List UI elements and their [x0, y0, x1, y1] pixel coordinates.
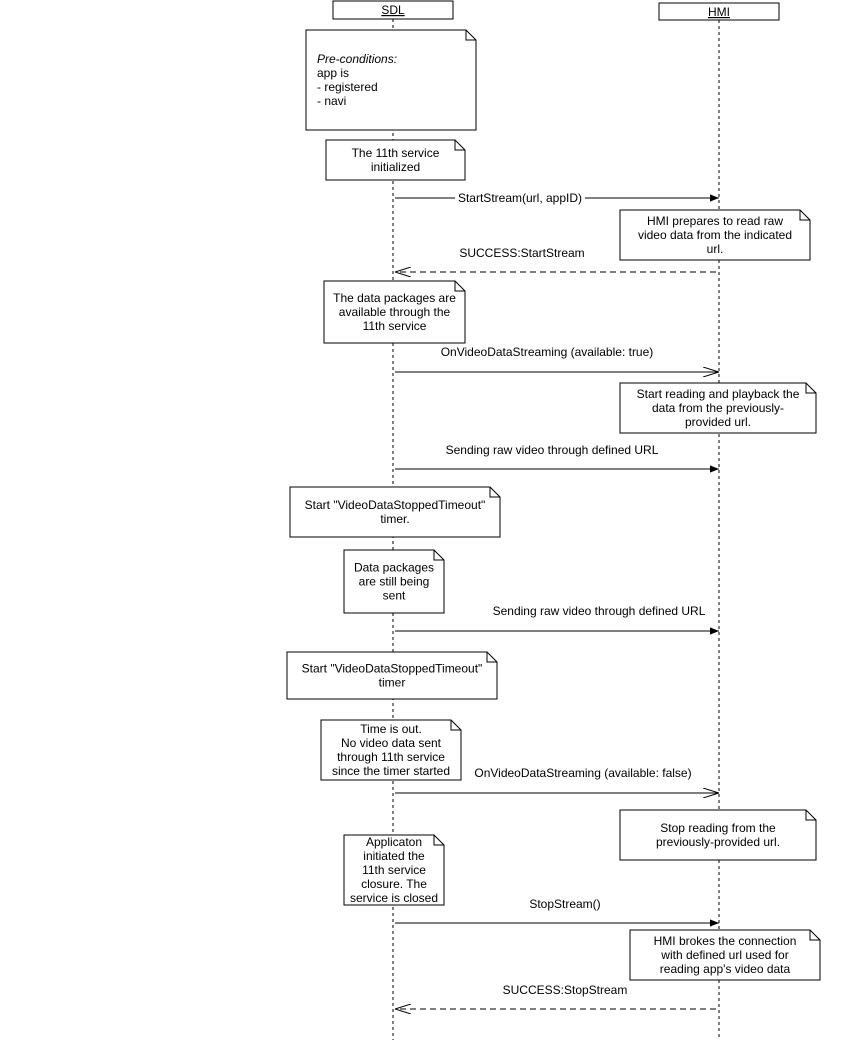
note-line: No video data sent — [341, 736, 442, 750]
note-line: url. — [707, 242, 724, 256]
note-line: - navi — [317, 94, 346, 108]
note-box — [619, 809, 817, 861]
message-start-stream: StartStream(url, appID) — [395, 190, 719, 205]
note-box — [289, 486, 501, 538]
message-label-bg — [455, 190, 585, 205]
note-box — [286, 651, 498, 700]
note-line: previously-provided url. — [656, 835, 780, 849]
note-box — [619, 382, 817, 434]
note-line: reading app's video data — [660, 962, 791, 976]
message-label: StopStream() — [529, 897, 600, 911]
note-box — [343, 549, 445, 614]
note-line: Pre-conditions: — [317, 52, 397, 66]
note-box — [619, 209, 811, 261]
note-line: are still being — [359, 575, 430, 589]
note-line: Stop reading from the — [660, 821, 776, 835]
actor-sdl-label: SDL — [381, 3, 405, 17]
note-line: service is closed — [350, 891, 438, 905]
message-label: OnVideoDataStreaming (available: true) — [441, 345, 654, 359]
note-fold — [799, 210, 810, 221]
note-line: initialized — [371, 160, 420, 174]
note-pre-conditions: Pre-conditions:app is- registered- navi — [305, 29, 477, 131]
note-line: HMI brokes the connection — [654, 934, 797, 948]
actor-hmi-label: HMI — [708, 5, 730, 19]
note-line: available through the — [339, 305, 451, 319]
note-line: with defined url used for — [660, 948, 788, 962]
note-line: Start "VideoDataStoppedTimeout" — [305, 498, 486, 512]
message-sending-raw-2: Sending raw video through defined URL — [395, 604, 719, 635]
note-line: through 11th service — [337, 750, 445, 764]
note-line: Start "VideoDataStoppedTimeout" — [302, 662, 483, 676]
note-fold — [454, 140, 465, 151]
note-fold — [805, 383, 816, 394]
note-line: Time is out. — [360, 722, 422, 736]
note-fold — [486, 652, 497, 663]
message-label: OnVideoDataStreaming (available: false) — [474, 766, 691, 780]
note-box — [323, 280, 466, 344]
actor-sdl: SDL — [332, 0, 454, 20]
note-line: 11th service — [362, 863, 426, 877]
note-fold — [489, 487, 500, 498]
note-line: HMI prepares to read raw — [647, 214, 783, 228]
message-success-stop-stream: SUCCESS:StopStream — [395, 983, 716, 1009]
note-fold — [433, 835, 444, 846]
note-fold — [465, 30, 476, 41]
note-line: video data from the indicated — [638, 228, 792, 242]
message-success-start-stream: SUCCESS:StartStream — [395, 246, 716, 272]
note-line: Applicaton — [366, 835, 422, 849]
note-line: Data packages — [354, 561, 434, 575]
note-fold — [805, 810, 816, 821]
note-stop-reading: Stop reading from thepreviously-provided… — [619, 809, 817, 861]
note-line: provided url. — [685, 415, 751, 429]
note-line: since the timer started — [332, 764, 450, 778]
note-line: initiated the — [363, 849, 425, 863]
note-line: data from the previously- — [652, 401, 784, 415]
message-label: Sending raw video through defined URL — [446, 443, 659, 457]
note-fold — [433, 550, 444, 561]
note-fold — [454, 281, 465, 292]
note-start-timer-1: Start "VideoDataStoppedTimeout"timer. — [289, 486, 501, 538]
message-sending-raw-1: Sending raw video through defined URL — [395, 443, 719, 473]
message-label: Sending raw video through defined URL — [493, 604, 706, 618]
message-label: SUCCESS:StopStream — [503, 983, 628, 997]
note-box — [320, 719, 462, 781]
note-box — [305, 29, 477, 131]
note-box — [325, 139, 466, 181]
note-fold — [809, 930, 820, 941]
message-stop-stream: StopStream() — [395, 897, 719, 927]
note-line: timer — [379, 676, 406, 690]
note-line: The data packages are — [333, 291, 456, 305]
message-on-video-false: OnVideoDataStreaming (available: false) — [395, 766, 719, 793]
note-line: closure. The — [361, 877, 427, 891]
notes: Pre-conditions:app is- registered- naviT… — [286, 29, 821, 981]
message-label: SUCCESS:StartStream — [459, 246, 584, 260]
messages: StartStream(url, appID) SUCCESS:StartStre… — [395, 190, 719, 1009]
note-line: - registered — [317, 80, 378, 94]
note-line: sent — [383, 589, 406, 603]
message-label: StartStream(url, appID) — [458, 191, 582, 205]
note-line: Start reading and playback the — [637, 387, 800, 401]
note-line: The 11th service — [352, 146, 440, 160]
note-line: 11th service — [363, 319, 427, 333]
message-on-video-true: OnVideoDataStreaming (available: true) — [395, 345, 719, 372]
note-line: app is — [317, 66, 349, 80]
note-start-timer-2: Start "VideoDataStoppedTimeout"timer — [286, 651, 498, 700]
note-box — [343, 834, 445, 906]
note-box — [629, 929, 821, 981]
note-fold — [450, 720, 461, 731]
actor-hmi: HMI — [658, 2, 780, 21]
note-line: timer. — [380, 512, 409, 526]
